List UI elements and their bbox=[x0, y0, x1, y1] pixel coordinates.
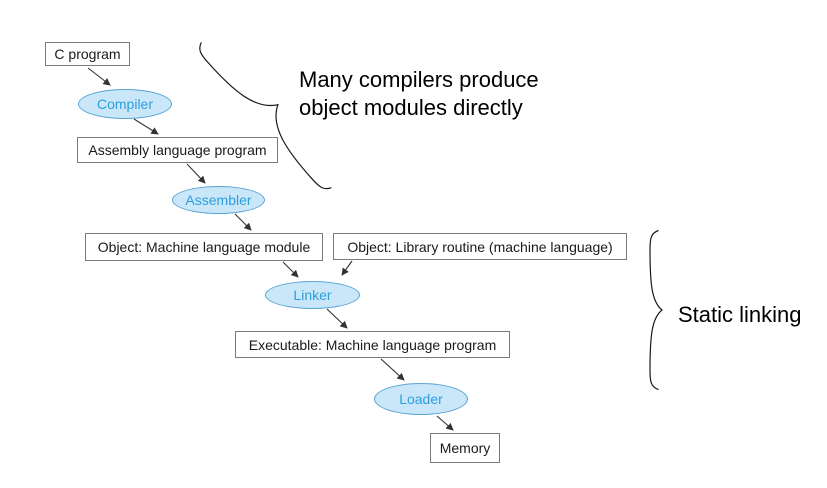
arrow-library-to-linker-icon bbox=[341, 260, 353, 276]
arrow-c-program-to-compiler-icon bbox=[87, 67, 111, 86]
annotation-many-compilers: Many compilers produce object modules di… bbox=[299, 66, 539, 122]
arrow-loader-to-memory-icon bbox=[436, 415, 454, 431]
node-c-program: C program bbox=[45, 42, 130, 66]
node-memory: Memory bbox=[430, 433, 500, 463]
node-assembly-language-program: Assembly language program bbox=[77, 137, 278, 163]
diagonal-curly-brace-icon bbox=[199, 42, 332, 190]
annotation-many-compilers-line2: object modules directly bbox=[299, 95, 523, 120]
node-object-machine-language-module: Object: Machine language module bbox=[85, 233, 323, 261]
annotation-static-linking: Static linking bbox=[678, 302, 802, 327]
arrow-executable-to-loader-icon bbox=[380, 358, 405, 381]
arrow-assembler-to-object-icon bbox=[234, 213, 252, 231]
arrow-object-to-linker-icon bbox=[282, 261, 299, 278]
node-object-library-routine: Object: Library routine (machine languag… bbox=[333, 233, 627, 260]
static-linking-curly-brace-icon bbox=[649, 229, 663, 391]
annotation-many-compilers-line1: Many compilers produce bbox=[299, 67, 539, 92]
node-assembler: Assembler bbox=[172, 186, 265, 214]
node-loader: Loader bbox=[374, 383, 468, 415]
arrow-assembly-to-assembler-icon bbox=[186, 163, 206, 184]
node-linker: Linker bbox=[265, 281, 360, 309]
node-compiler: Compiler bbox=[78, 89, 172, 119]
arrow-compiler-to-assembly-icon bbox=[133, 118, 159, 135]
node-executable-machine-language-program: Executable: Machine language program bbox=[235, 331, 510, 358]
arrow-linker-to-executable-icon bbox=[326, 308, 348, 329]
